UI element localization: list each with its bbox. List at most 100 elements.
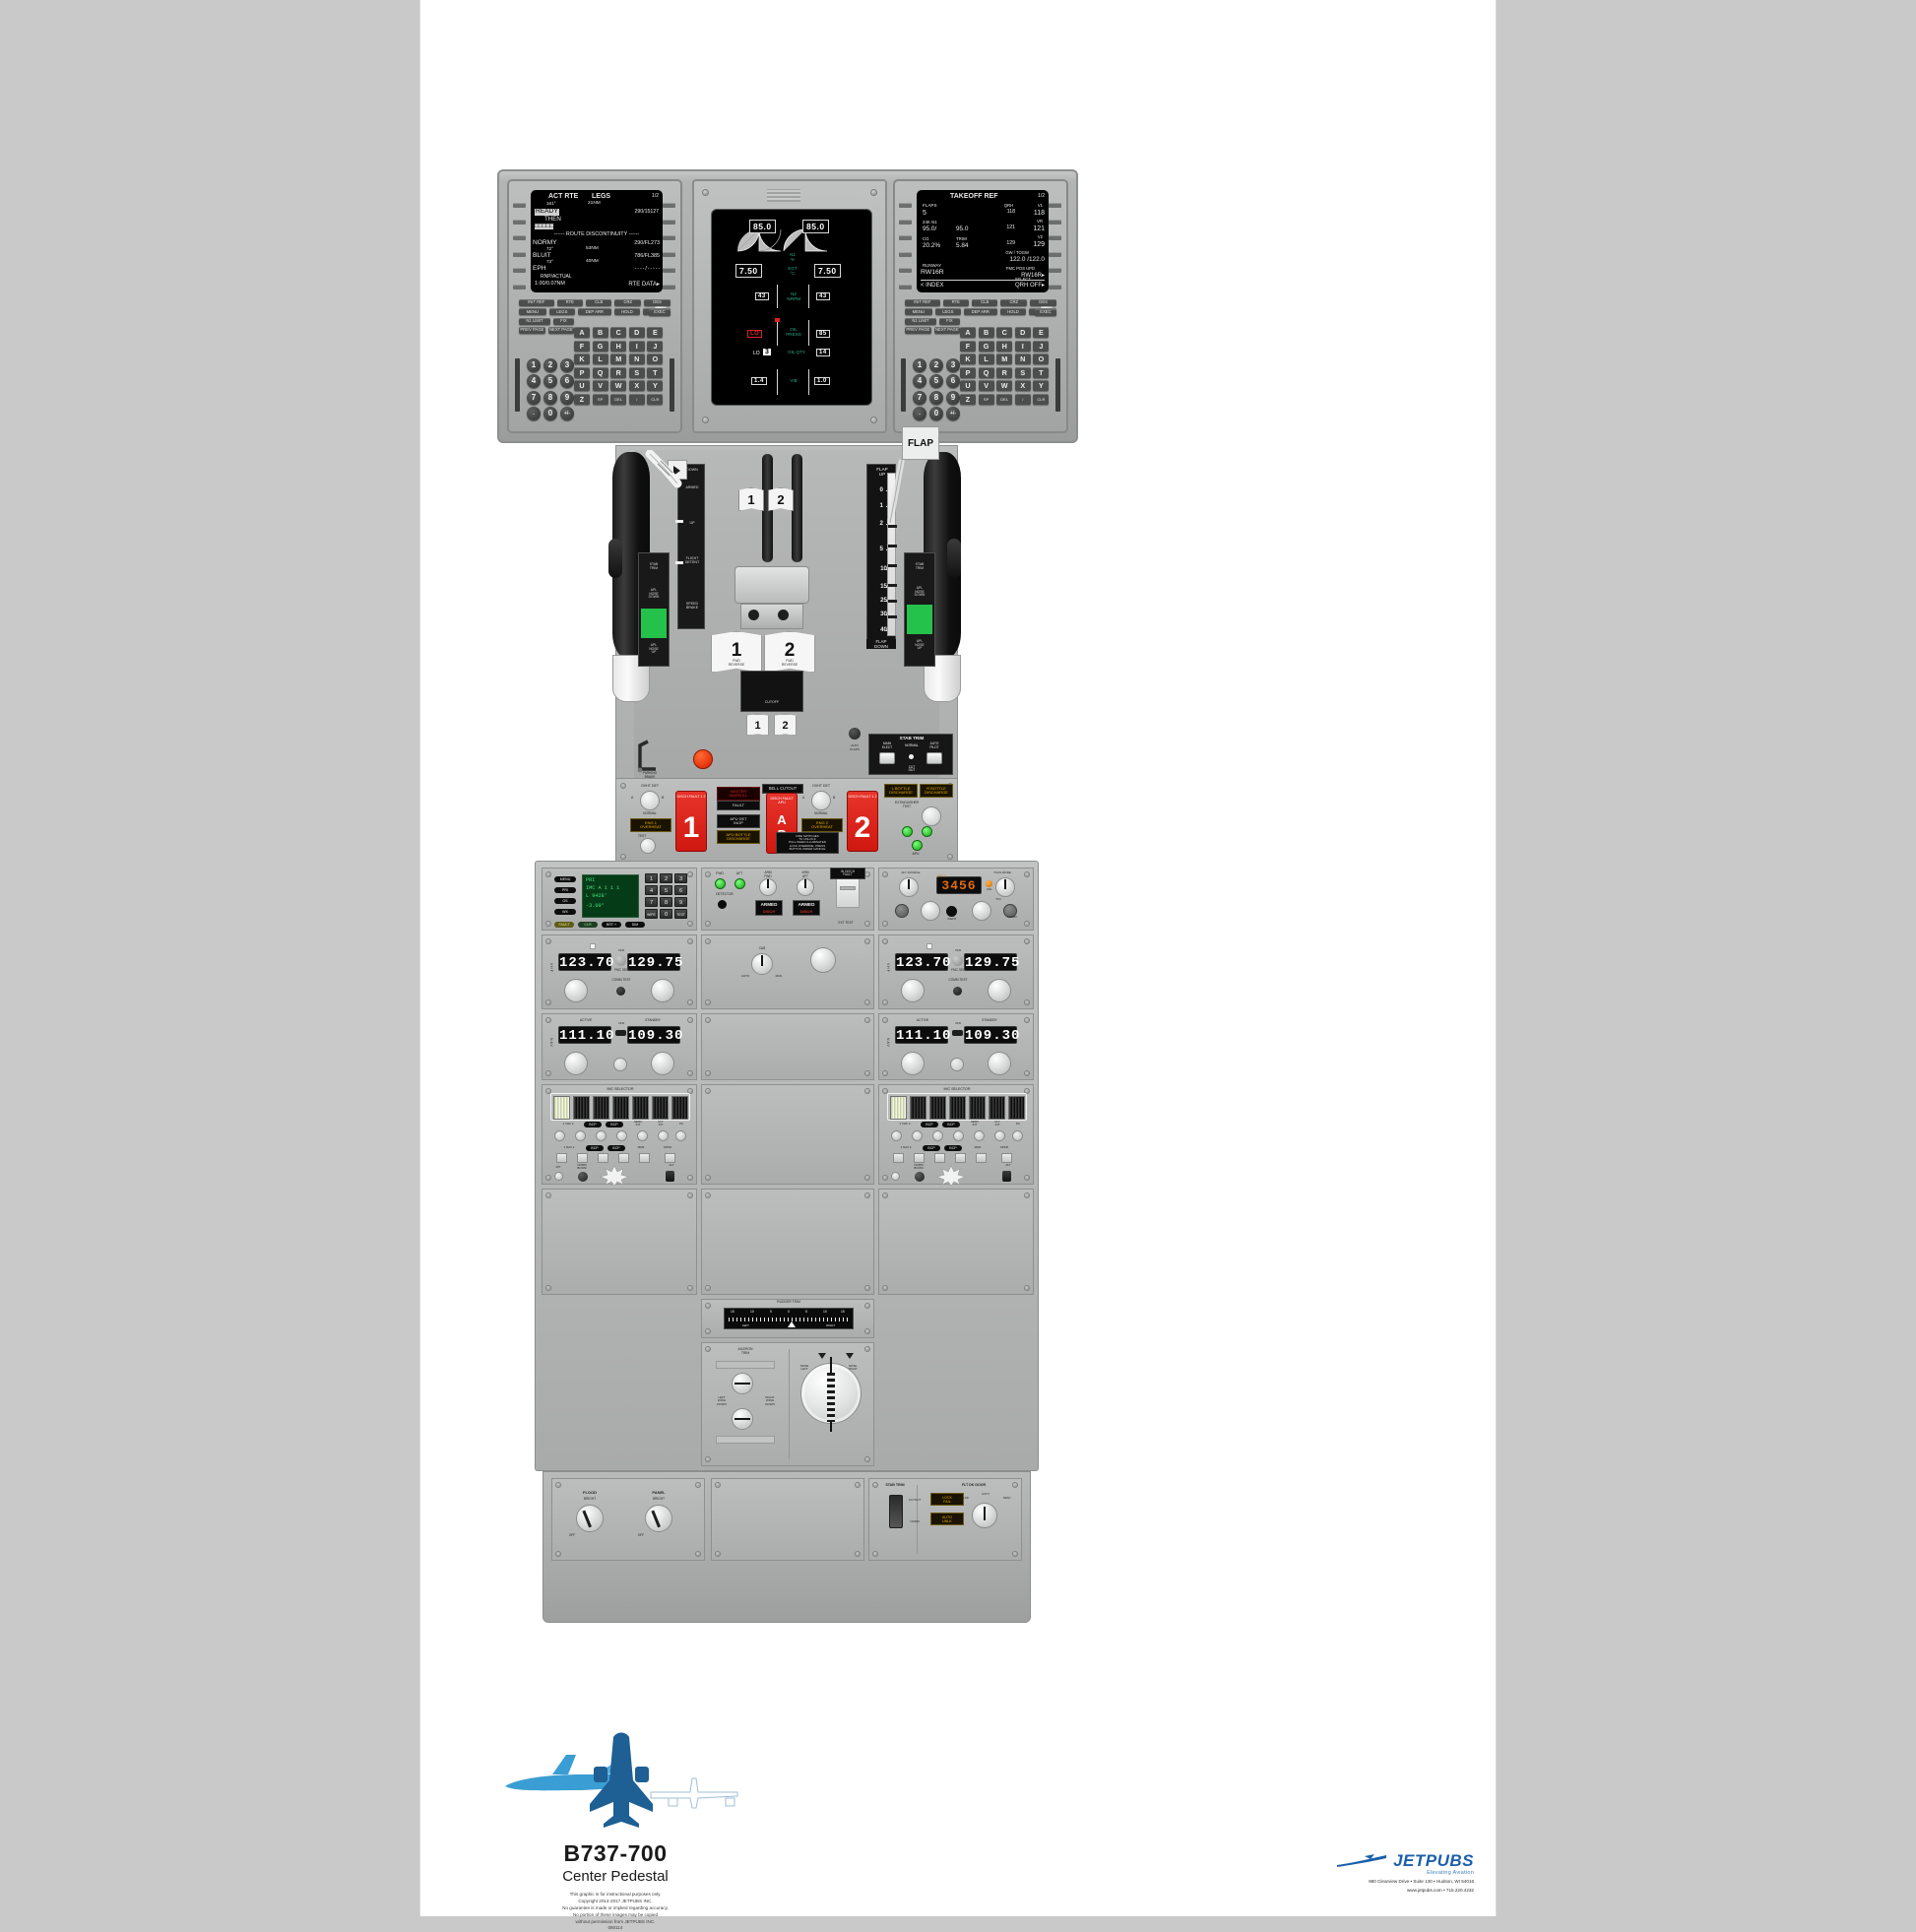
key2-num-8[interactable]: 8 [929,390,943,405]
key2-l[interactable]: L [978,354,994,365]
nav-right-tune-knob-2[interactable] [988,1052,1011,1075]
num2-row-3[interactable]: 7 8 9 [913,390,964,405]
key-n1-limit[interactable]: N1 LIMIT [519,317,550,325]
acp-left-mic-vhf3[interactable] [593,1096,609,1120]
key-num-dot[interactable]: . [527,407,541,421]
vhf-left-transfer-button[interactable] [615,955,626,966]
key2-m[interactable]: M [996,354,1013,365]
thrust-lever-1-knob[interactable]: 1 [738,487,764,511]
key2-num-plusminus[interactable]: +/- [946,407,960,421]
wx-dim-button[interactable]: DIM [625,922,645,928]
key-c[interactable]: C [610,327,627,338]
alpha2-row-4[interactable]: P Q R S T [960,366,1051,378]
key2-del[interactable]: DEL [996,393,1013,405]
xpdr-ident-button[interactable] [946,906,957,917]
alpha2-row-6[interactable]: Z SP DEL / CLR [960,393,1051,405]
wx-gs-button[interactable]: GS [554,898,576,904]
lsk-l3[interactable] [513,235,526,240]
key-dep-arr[interactable]: DEP ARR [578,308,611,316]
brt-dim-strip-right[interactable] [670,358,674,412]
acp-left-mic-vhf1[interactable] [553,1096,570,1120]
nav-right-transfer-button[interactable] [952,1030,963,1036]
key-k[interactable]: K [574,354,590,365]
key-o[interactable]: O [647,354,664,365]
vhf-right-transfer-button[interactable] [952,955,963,966]
lsk-l1[interactable] [513,203,526,208]
key2-clb[interactable]: CLB [972,299,998,306]
xpdr-code-knob-2[interactable] [972,901,991,921]
key2-crz[interactable]: CRZ [1000,299,1028,306]
nav-left-transfer-button[interactable] [615,1030,626,1036]
wx-keypad[interactable]: 1 2 3 4 5 6 7 8 9 WIPE 0 TEST [645,873,687,919]
key2-y[interactable]: Y [1033,380,1050,392]
key-prev-page[interactable]: PREV PAGE [519,327,545,334]
xpdr-mode-selector-left[interactable] [895,904,909,918]
vhf-right-comm-test-button[interactable] [953,987,962,996]
control-wheel-right-knob[interactable] [947,539,961,578]
key-p[interactable]: P [574,366,590,378]
acp-right-sq-2[interactable] [914,1153,925,1163]
key2-num-1[interactable]: 1 [913,358,926,372]
door-auto-unlk-light[interactable]: AUTO UNLK [930,1513,964,1526]
wx-key-0[interactable]: 0 [660,909,672,919]
lsk-r4[interactable] [663,251,675,257]
cdu2-key-row-3[interactable]: N1 LIMIT FIX [905,317,961,325]
key2-fix[interactable]: FIX [938,317,961,325]
cdu2-numeric-keypad[interactable]: 1 2 3 4 5 6 7 8 9 . [913,358,964,423]
acp-right-sq-1[interactable] [893,1153,904,1163]
wx-key-5[interactable]: 5 [660,885,672,895]
alpha-row-5[interactable]: U V W X Y [574,380,665,392]
wx-wx-button[interactable]: WX [554,909,576,915]
key2-exec-wrap[interactable]: EXEC [1035,309,1056,316]
panel-light-knob[interactable] [645,1505,672,1532]
key2-num-3[interactable]: 3 [946,358,960,372]
engine-2-fire-handle[interactable]: DISCH FAULT 1 2 2 [847,791,878,852]
cdu-key-row-2[interactable]: MENU LEGS DEP ARR HOLD PROG [519,308,671,316]
eng2-overheat-light[interactable]: ENG 2 OVERHEAT [801,818,843,833]
key2-num-5[interactable]: 5 [929,374,943,389]
lsk-r2[interactable] [663,219,675,225]
key-q[interactable]: Q [592,366,608,378]
acp-right-knob-4[interactable] [953,1130,964,1141]
key-clb[interactable]: CLB [586,299,612,306]
cdu-right[interactable]: TAKEOFF REF 1/2 FLAPS 5 24K N1 95.0/ 95.… [893,179,1068,433]
acp-left-sq-4[interactable] [618,1153,629,1163]
num2-row-1[interactable]: 1 2 3 [913,358,964,372]
key2-e[interactable]: E [1033,327,1050,338]
fmc-pos-upd-value[interactable]: RW16R▸ [1021,273,1045,279]
alpha-row-3[interactable]: K L M N O [574,354,665,365]
xpdr-code-knob-1[interactable] [921,901,940,921]
stab-trim-cutout-toggle[interactable] [889,1495,903,1528]
key-next-page[interactable]: NEXT PAGE [547,327,574,334]
key-m[interactable]: M [610,354,627,365]
control-wheel-left-knob[interactable] [608,539,622,578]
lsk-column-right[interactable] [663,203,676,300]
wx-key-9[interactable]: 9 [674,897,687,907]
key2-num-dot[interactable]: . [913,407,926,421]
lsk2-r1[interactable] [1049,203,1061,208]
lsk2-l2[interactable] [899,219,912,225]
cdu-key-row-1[interactable]: INIT REF RTE CLB CRZ DES [519,299,671,306]
cdu2-key-row-1[interactable]: INIT REF RTE CLB CRZ DES [905,299,1057,306]
key2-exec[interactable]: EXEC [1035,309,1056,316]
alpha2-row-5[interactable]: U V W X Y [960,380,1051,392]
vhf-left-tune-knob[interactable] [564,979,588,1002]
wx-clr-button[interactable]: CLR [578,922,598,928]
wx-key-8[interactable]: 8 [660,897,672,907]
wx-kp-row1[interactable]: 1 2 3 [645,873,687,883]
acp-right-sq-4[interactable] [955,1153,966,1163]
key-num-9[interactable]: 9 [560,390,574,405]
num-row-2[interactable]: 4 5 6 [527,374,578,389]
num-row-1[interactable]: 1 2 3 [527,358,578,372]
acp-left-mic-vhf2[interactable] [573,1096,590,1120]
apu-det-inop-light[interactable]: APU DET INOP [717,814,760,829]
wx-menu-button[interactable]: MENU [554,876,576,882]
key2-num-0[interactable]: 0 [929,407,943,421]
key-x[interactable]: X [628,380,645,392]
nav-left-tune-knob[interactable] [564,1052,588,1075]
cargo-disch-switch[interactable] [840,886,856,890]
key2-slash[interactable]: / [1014,393,1031,405]
cdu-right-keypad[interactable]: INIT REF RTE CLB CRZ DES MENU LEGS DEP A… [905,299,1057,427]
eng2-ovht-det-knob[interactable] [811,791,831,810]
wx-kp-row2[interactable]: 4 5 6 [645,885,687,895]
